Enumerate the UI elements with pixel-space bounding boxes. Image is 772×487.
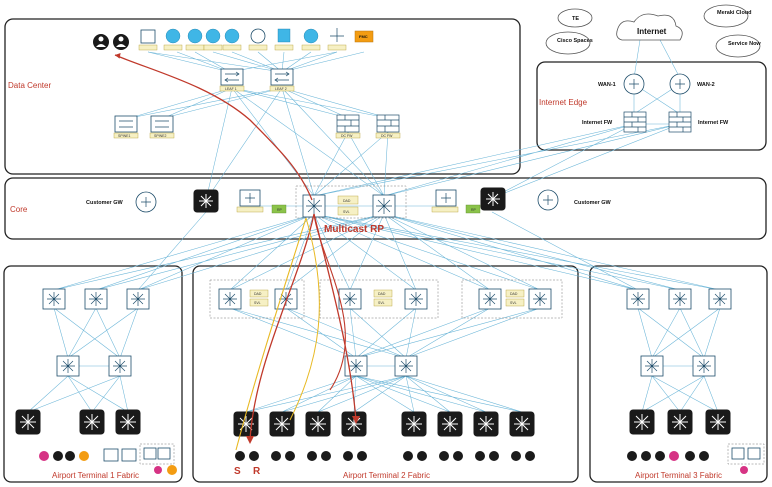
cloud-service-now: Service Now [715, 34, 761, 58]
cloud-te-label: TE [572, 16, 579, 22]
t2-dad3-tag [505, 289, 525, 298]
multicast-rp-label: Multicast RP [324, 224, 384, 235]
t1-dist-row [56, 355, 132, 377]
t2-svl1-tag [249, 298, 269, 307]
t2-dad1-label: DAD [254, 292, 262, 296]
cloud-internet: Internet [616, 13, 683, 41]
t2-group-2 [319, 279, 439, 319]
customer-gw-left-label: Customer GW [86, 200, 123, 206]
core-service-right [431, 189, 459, 213]
dc-fw-2: DC FW [375, 114, 401, 139]
internet-fw-left [623, 111, 647, 133]
t2-edge-row [233, 411, 535, 437]
cloud-meraki-label: Meraki Cloud [717, 10, 752, 16]
internet-fw-right-label: Internet FW [698, 120, 729, 126]
leaf2-label: LEAF 2 [275, 87, 287, 91]
core-svl-tag [337, 206, 359, 216]
cloud-internet-label: Internet [637, 27, 667, 36]
data-center-label: Data Center [8, 81, 51, 90]
router-wan2 [669, 73, 691, 95]
data-center-box [4, 18, 521, 175]
t2-svl2-tag [373, 298, 393, 307]
t3-dist-row [640, 355, 716, 377]
rp-right-box: RP [465, 204, 481, 214]
core-svl-label: SVL [343, 210, 350, 214]
t2-endpoints [235, 451, 535, 461]
cloud-cisco-spaces: Cisco Spaces [545, 31, 593, 55]
customer-gw-right-label: Customer GW [574, 200, 611, 206]
wan2-label: WAN-2 [697, 82, 715, 88]
rp-left-box: RP [271, 204, 287, 214]
rp-left-label: RP [277, 208, 283, 212]
cloud-meraki: Meraki Cloud [703, 4, 752, 28]
t2-group-3 [461, 279, 563, 319]
t2-dad1-tag [249, 289, 269, 298]
t2-svl1-label: SVL [254, 301, 261, 305]
t2-dad3-label: DAD [510, 292, 518, 296]
t2-group-1 [209, 279, 305, 319]
core-dad-tag [337, 195, 359, 205]
core-svl-group [295, 185, 407, 219]
leaf1-switch: LEAF 1 [219, 68, 245, 92]
links-layer [27, 39, 721, 413]
t3-border-row [626, 288, 732, 310]
source-label: S [234, 466, 241, 477]
receiver-label: R [253, 466, 261, 477]
multicast-flow [114, 52, 360, 451]
cloud-service-now-label: Service Now [728, 41, 761, 47]
internet-fw-right [668, 111, 692, 133]
core-switch-1 [302, 194, 326, 218]
t1-edge-row [15, 409, 141, 435]
customer-gw-right-router [537, 189, 559, 211]
internet-edge-label: Internet Edge [539, 98, 588, 107]
cloud-te: TE [557, 8, 593, 28]
t2-svl2-label: SVL [378, 301, 385, 305]
wan1-label: WAN-1 [598, 82, 616, 88]
cloud-cisco-spaces-label: Cisco Spaces [557, 38, 593, 44]
core-service-left [236, 189, 264, 213]
fmc-label: FMC [359, 34, 368, 39]
t1-endpoints [39, 443, 177, 475]
dc-service-row [138, 28, 347, 51]
dc-user-2 [113, 34, 129, 50]
dc-fw1-label: DC FW [341, 134, 353, 138]
t3-edge-row [629, 409, 731, 435]
spine1-switch: SPINE1 [113, 115, 139, 139]
terminal2-box [192, 265, 579, 483]
customer-gw-left-router [135, 191, 157, 213]
terminal2-label: Airport Terminal 2 Fabric [343, 471, 430, 480]
internet-fw-left-label: Internet FW [582, 120, 613, 126]
dc-fw-1: DC FW [335, 114, 361, 139]
rp-right-label: RP [471, 208, 477, 212]
spine2-label: SPINE2 [154, 134, 167, 138]
t2-dad2-tag [373, 289, 393, 298]
leaf1-label: LEAF 1 [225, 87, 237, 91]
t2-border-row [218, 288, 552, 310]
t1-border-row [42, 288, 150, 310]
spine1-label: SPINE1 [118, 134, 131, 138]
internet-edge-box [536, 61, 767, 151]
core-label: Core [10, 205, 28, 214]
t2-svl3-label: SVL [510, 301, 517, 305]
t3-endpoints [627, 443, 765, 474]
t2-svl3-tag [505, 298, 525, 307]
terminal3-label: Airport Terminal 3 Fabric [635, 471, 722, 480]
core-switch-dark-left [193, 189, 219, 213]
router-wan1 [623, 73, 645, 95]
core-dad-label: DAD [343, 199, 351, 203]
core-switch-2 [372, 194, 396, 218]
t2-dist-row [344, 355, 418, 377]
spine2-switch: SPINE2 [149, 115, 175, 139]
dc-fw2-label: DC FW [381, 134, 393, 138]
core-switch-dark-right [480, 187, 506, 211]
t2-dad2-label: DAD [378, 292, 386, 296]
terminal1-label: Airport Terminal 1 Fabric [52, 471, 139, 480]
leaf2-switch: LEAF 2 [269, 68, 295, 92]
dc-user-1 [93, 34, 109, 50]
fmc-box: FMC [354, 30, 374, 43]
